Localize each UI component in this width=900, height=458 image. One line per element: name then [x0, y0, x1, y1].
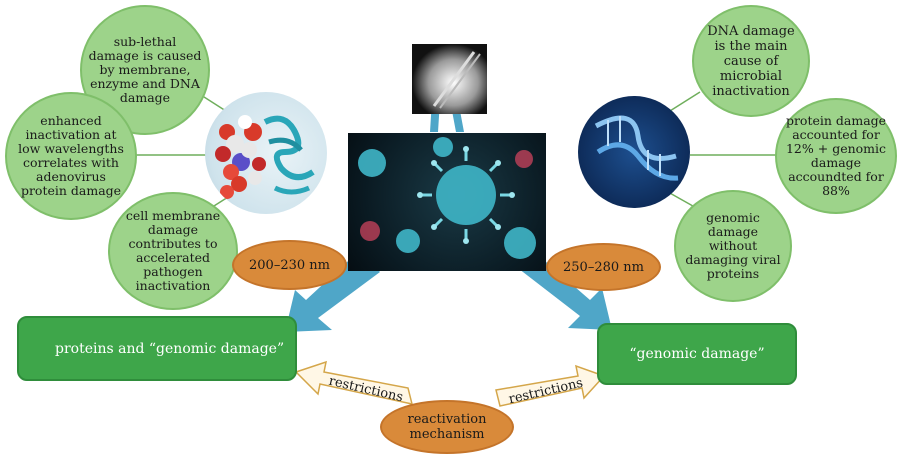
outcome-left-label: proteins and “genomic damage”	[55, 340, 285, 357]
protein-structure-icon	[215, 115, 315, 199]
wavelength-left-oval: 200–230 nm	[232, 240, 347, 290]
left-circle-top: sub-lethal damage is caused by membrane,…	[80, 5, 210, 135]
dna-helix-image	[578, 96, 690, 208]
virus-icon	[358, 137, 536, 259]
left-circle-bottom-text: cell membrane damage contributes to acce…	[125, 208, 221, 293]
outcome-right-box: “genomic damage”	[597, 323, 797, 385]
right-circle-top: DNA damage is the main cause of microbia…	[692, 5, 810, 117]
reactivation-mechanism-oval: reactivation mechanism	[380, 400, 514, 454]
right-circle-middle: protein damage accounted for 12% + genom…	[775, 98, 897, 214]
wavelength-right-oval: 250–280 nm	[546, 243, 661, 291]
right-circle-bottom-text: genomic damage without damaging viral pr…	[685, 210, 781, 281]
uv-lamp-icon	[412, 44, 487, 114]
virus-image	[348, 133, 546, 271]
right-circle-bottom: genomic damage without damaging viral pr…	[674, 190, 792, 302]
right-circle-middle-text: protein damage accounted for 12% + genom…	[785, 113, 887, 198]
left-circle-middle-text: enhanced inactivation at low wavelengths…	[18, 113, 124, 198]
dna-helix-icon	[594, 115, 679, 181]
restriction-arrow-right	[495, 364, 606, 407]
restriction-arrow-left	[294, 360, 414, 405]
left-circle-top-text: sub-lethal damage is caused by membrane,…	[88, 34, 202, 105]
outcome-right-label: “genomic damage”	[629, 346, 765, 362]
protein-structure-image	[205, 92, 327, 214]
uv-lamp-image	[412, 44, 487, 114]
left-circle-bottom: cell membrane damage contributes to acce…	[108, 192, 238, 310]
left-circle-middle: enhanced inactivation at low wavelengths…	[5, 92, 137, 220]
reactivation-mechanism-label: reactivation mechanism	[407, 412, 487, 442]
wavelength-right-label: 250–280 nm	[563, 259, 644, 275]
right-circle-top-text: DNA damage is the main cause of microbia…	[707, 23, 795, 99]
wavelength-left-label: 200–230 nm	[249, 257, 330, 273]
outcome-left-box: proteins and “genomic damage”	[17, 316, 297, 381]
